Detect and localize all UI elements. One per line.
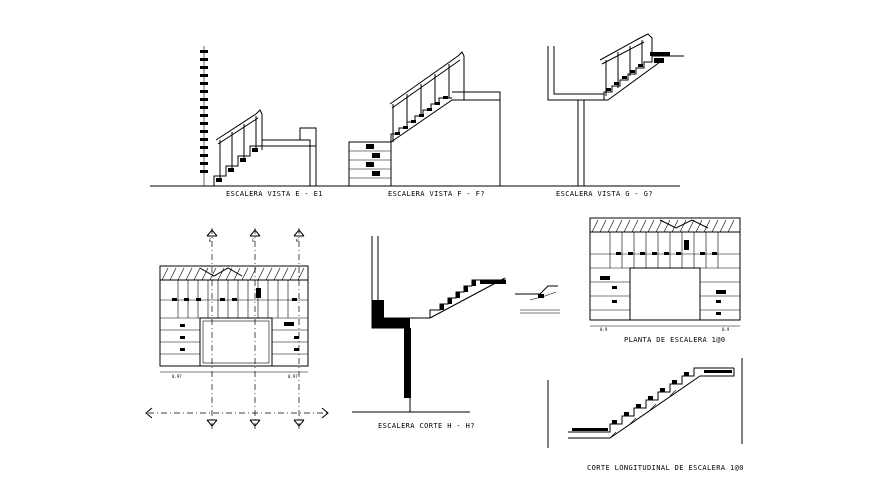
dim-right-right: 0.9 (722, 327, 730, 332)
stair-view-e: ESCALERA VISTA E - E1 (150, 46, 330, 198)
plan-treads (160, 280, 308, 355)
dim-right-left: 0.9 (600, 327, 608, 332)
dim-bottom-left: 0.97 (172, 374, 182, 379)
vertical-dimension-chain (200, 46, 208, 186)
dim-bottom-right: 0.97 (288, 374, 298, 379)
stair-view-f: ESCALERA VISTA F - F? (330, 51, 505, 198)
label-view-e: ESCALERA VISTA E - E1 (226, 190, 323, 198)
label-long-section: CORTE LONGITUDINAL DE ESCALERA 1@0 (587, 464, 744, 472)
axis-label-g: G (252, 238, 255, 243)
stair-plan-with-axes: E G H (145, 228, 330, 430)
stair-plan-right: 0.9 0.9 PLANTA DE ESCALERA 1@0 (589, 217, 741, 344)
stair-longitudinal-section: CORTE LONGITUDINAL DE ESCALERA 1@0 (547, 358, 744, 472)
stair-view-g: ESCALERA VISTA G - G? (505, 33, 684, 198)
axis-label-e: E (209, 238, 212, 243)
label-plan: PLANTA DE ESCALERA 1@0 (624, 336, 726, 344)
stair-section-h: ESCALERA CORTE H - H? (352, 236, 506, 430)
label-section-h: ESCALERA CORTE H - H? (378, 422, 475, 430)
detail-marker (515, 285, 560, 314)
axis-label-h: H (296, 238, 299, 243)
axis-markers: E G H (145, 229, 329, 427)
label-view-f: ESCALERA VISTA F - F? (388, 190, 485, 198)
label-view-g: ESCALERA VISTA G - G? (556, 190, 653, 198)
